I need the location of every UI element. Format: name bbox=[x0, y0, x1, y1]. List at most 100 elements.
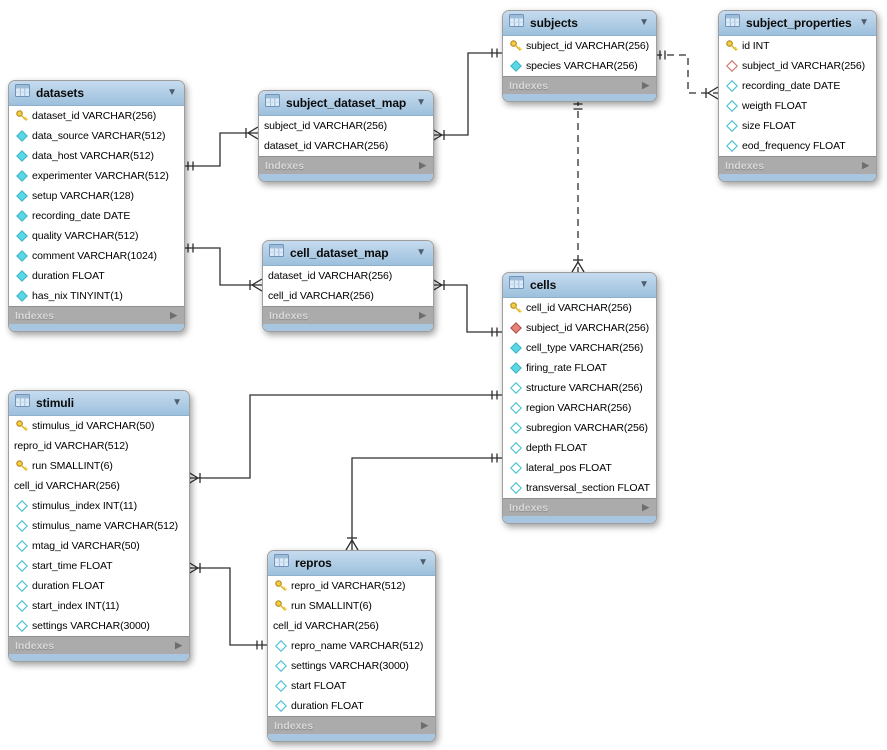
column-row[interactable]: stimulus_index INT(11) bbox=[9, 496, 189, 516]
table-datasets[interactable]: datasets▼dataset_id VARCHAR(256)data_sou… bbox=[8, 80, 185, 332]
indexes-footer[interactable]: Indexes▶ bbox=[9, 306, 184, 324]
expand-arrow-icon[interactable]: ▶ bbox=[419, 310, 426, 320]
column-row[interactable]: run SMALLINT(6) bbox=[268, 596, 435, 616]
collapse-arrow-icon[interactable]: ▼ bbox=[639, 279, 649, 290]
relationship-line[interactable] bbox=[183, 132, 258, 167]
column-row[interactable]: has_nix TINYINT(1) bbox=[9, 286, 184, 306]
indexes-footer[interactable]: Indexes▶ bbox=[9, 636, 189, 654]
column-row[interactable]: eod_frequency FLOAT bbox=[719, 136, 876, 156]
column-row[interactable]: structure VARCHAR(256) bbox=[503, 378, 656, 398]
relationship-line[interactable] bbox=[188, 394, 502, 479]
table-header[interactable]: repros▼ bbox=[268, 551, 435, 576]
relationship-line[interactable] bbox=[351, 457, 502, 550]
table-header[interactable]: subjects▼ bbox=[503, 11, 656, 36]
column-row[interactable]: cell_id VARCHAR(256) bbox=[268, 616, 435, 636]
column-row[interactable]: settings VARCHAR(3000) bbox=[9, 616, 189, 636]
column-row[interactable]: start FLOAT bbox=[268, 676, 435, 696]
column-row[interactable]: size FLOAT bbox=[719, 116, 876, 136]
column-row[interactable]: quality VARCHAR(512) bbox=[9, 226, 184, 246]
relationship-stimuli-repros[interactable] bbox=[187, 561, 267, 650]
table-header[interactable]: subject_dataset_map▼ bbox=[259, 91, 433, 116]
column-row[interactable]: dataset_id VARCHAR(256) bbox=[9, 106, 184, 126]
column-row[interactable]: id INT bbox=[719, 36, 876, 56]
column-row[interactable]: subregion VARCHAR(256) bbox=[503, 418, 656, 438]
column-row[interactable]: weigth FLOAT bbox=[719, 96, 876, 116]
table-repros[interactable]: repros▼repro_id VARCHAR(512)run SMALLINT… bbox=[267, 550, 436, 742]
column-row[interactable]: data_source VARCHAR(512) bbox=[9, 126, 184, 146]
collapse-arrow-icon[interactable]: ▼ bbox=[859, 17, 869, 28]
column-row[interactable]: settings VARCHAR(3000) bbox=[268, 656, 435, 676]
column-row[interactable]: species VARCHAR(256) bbox=[503, 56, 656, 76]
indexes-footer[interactable]: Indexes▶ bbox=[268, 716, 435, 734]
relationship-subjects-cells[interactable] bbox=[571, 99, 585, 273]
relationship-datasets-cell_dataset_map[interactable] bbox=[183, 243, 263, 292]
column-row[interactable]: mtag_id VARCHAR(50) bbox=[9, 536, 189, 556]
column-row[interactable]: duration FLOAT bbox=[268, 696, 435, 716]
table-subject_dataset_map[interactable]: subject_dataset_map▼subject_id VARCHAR(2… bbox=[258, 90, 434, 182]
column-row[interactable]: duration FLOAT bbox=[9, 266, 184, 286]
relationship-line[interactable] bbox=[183, 247, 262, 286]
column-row[interactable]: transversal_section FLOAT bbox=[503, 478, 656, 498]
collapse-arrow-icon[interactable]: ▼ bbox=[418, 557, 428, 568]
relationship-line[interactable] bbox=[432, 284, 502, 333]
expand-arrow-icon[interactable]: ▶ bbox=[170, 310, 177, 320]
table-header[interactable]: cell_dataset_map▼ bbox=[263, 241, 433, 266]
collapse-arrow-icon[interactable]: ▼ bbox=[167, 87, 177, 98]
column-row[interactable]: subject_id VARCHAR(256) bbox=[259, 116, 433, 136]
relationship-cell_dataset_map-cells[interactable] bbox=[431, 278, 502, 337]
indexes-footer[interactable]: Indexes▶ bbox=[719, 156, 876, 174]
expand-arrow-icon[interactable]: ▶ bbox=[421, 720, 428, 730]
collapse-arrow-icon[interactable]: ▼ bbox=[639, 17, 649, 28]
column-row[interactable]: cell_id VARCHAR(256) bbox=[503, 298, 656, 318]
collapse-arrow-icon[interactable]: ▼ bbox=[416, 247, 426, 258]
column-row[interactable]: recording_date DATE bbox=[719, 76, 876, 96]
column-row[interactable]: run SMALLINT(6) bbox=[9, 456, 189, 476]
column-row[interactable]: cell_type VARCHAR(256) bbox=[503, 338, 656, 358]
expand-arrow-icon[interactable]: ▶ bbox=[175, 640, 182, 650]
relationship-subjects-subject_properties[interactable] bbox=[655, 50, 719, 100]
column-row[interactable]: comment VARCHAR(1024) bbox=[9, 246, 184, 266]
expand-arrow-icon[interactable]: ▶ bbox=[862, 160, 869, 170]
column-row[interactable]: recording_date DATE bbox=[9, 206, 184, 226]
column-row[interactable]: subject_id VARCHAR(256) bbox=[503, 36, 656, 56]
relationship-line[interactable] bbox=[655, 54, 718, 94]
expand-arrow-icon[interactable]: ▶ bbox=[642, 80, 649, 90]
column-row[interactable]: start_time FLOAT bbox=[9, 556, 189, 576]
column-row[interactable]: repro_name VARCHAR(512) bbox=[268, 636, 435, 656]
column-row[interactable]: subject_id VARCHAR(256) bbox=[503, 318, 656, 338]
table-subjects[interactable]: subjects▼subject_id VARCHAR(256)species … bbox=[502, 10, 657, 102]
table-cell_dataset_map[interactable]: cell_dataset_map▼dataset_id VARCHAR(256)… bbox=[262, 240, 434, 332]
column-row[interactable]: dataset_id VARCHAR(256) bbox=[259, 136, 433, 156]
column-row[interactable]: setup VARCHAR(128) bbox=[9, 186, 184, 206]
table-cells[interactable]: cells▼cell_id VARCHAR(256)subject_id VAR… bbox=[502, 272, 657, 524]
table-header[interactable]: datasets▼ bbox=[9, 81, 184, 106]
relationship-stimuli-cells[interactable] bbox=[187, 390, 502, 485]
relationship-datasets-subject_dataset_map[interactable] bbox=[183, 126, 259, 171]
expand-arrow-icon[interactable]: ▶ bbox=[419, 160, 426, 170]
relationship-line[interactable] bbox=[432, 52, 502, 136]
indexes-footer[interactable]: Indexes▶ bbox=[263, 306, 433, 324]
column-row[interactable]: dataset_id VARCHAR(256) bbox=[263, 266, 433, 286]
column-row[interactable]: duration FLOAT bbox=[9, 576, 189, 596]
column-row[interactable]: cell_id VARCHAR(256) bbox=[263, 286, 433, 306]
column-row[interactable]: cell_id VARCHAR(256) bbox=[9, 476, 189, 496]
relationship-cells-repros[interactable] bbox=[345, 453, 502, 551]
column-row[interactable]: experimenter VARCHAR(512) bbox=[9, 166, 184, 186]
column-row[interactable]: stimulus_id VARCHAR(50) bbox=[9, 416, 189, 436]
column-row[interactable]: data_host VARCHAR(512) bbox=[9, 146, 184, 166]
relationship-subject_dataset_map-subjects[interactable] bbox=[431, 48, 502, 142]
column-row[interactable]: lateral_pos FLOAT bbox=[503, 458, 656, 478]
indexes-footer[interactable]: Indexes▶ bbox=[503, 76, 656, 94]
column-row[interactable]: firing_rate FLOAT bbox=[503, 358, 656, 378]
column-row[interactable]: depth FLOAT bbox=[503, 438, 656, 458]
table-header[interactable]: cells▼ bbox=[503, 273, 656, 298]
column-row[interactable]: repro_id VARCHAR(512) bbox=[268, 576, 435, 596]
indexes-footer[interactable]: Indexes▶ bbox=[259, 156, 433, 174]
table-stimuli[interactable]: stimuli▼stimulus_id VARCHAR(50)repro_id … bbox=[8, 390, 190, 662]
expand-arrow-icon[interactable]: ▶ bbox=[642, 502, 649, 512]
column-row[interactable]: subject_id VARCHAR(256) bbox=[719, 56, 876, 76]
table-header[interactable]: stimuli▼ bbox=[9, 391, 189, 416]
column-row[interactable]: start_index INT(11) bbox=[9, 596, 189, 616]
collapse-arrow-icon[interactable]: ▼ bbox=[416, 97, 426, 108]
